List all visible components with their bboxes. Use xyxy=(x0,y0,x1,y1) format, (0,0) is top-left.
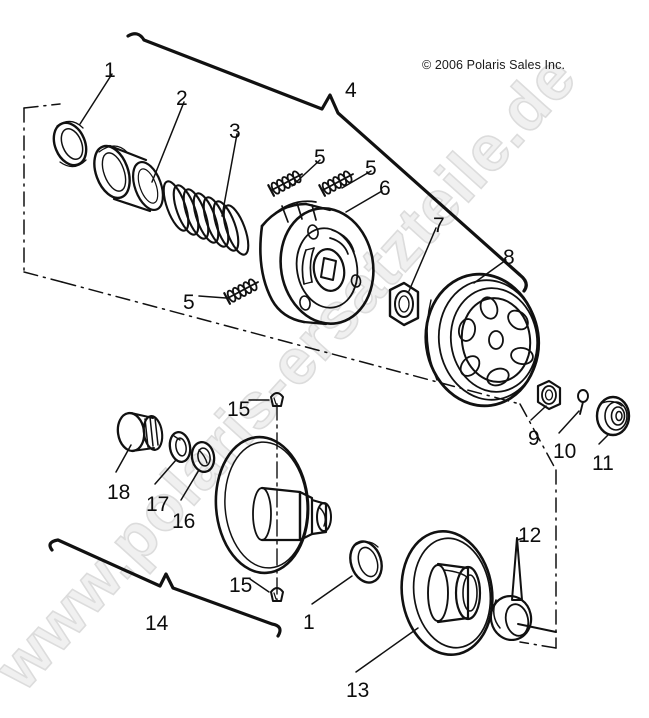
callout-5-b: 5 xyxy=(365,157,377,180)
callout-5-a: 5 xyxy=(314,146,326,169)
part-9-lock-nut xyxy=(536,379,562,411)
callout-11: 11 xyxy=(592,452,614,475)
part-10-cotter-pin xyxy=(577,389,589,415)
callout-9: 9 xyxy=(528,427,540,450)
part-3-compression-spring xyxy=(162,180,250,256)
callout-4: 4 xyxy=(345,79,357,102)
part-1b-seal-ring xyxy=(349,540,383,584)
part-11-roller-bearing xyxy=(595,395,631,437)
callout-15-a: 15 xyxy=(227,398,251,421)
callout-16: 16 xyxy=(172,510,196,533)
callout-10: 10 xyxy=(553,440,577,463)
driven-hub-shaft xyxy=(214,435,332,575)
callout-1-top: 1 xyxy=(104,59,116,82)
copyright-notice: © 2006 Polaris Sales Inc. xyxy=(422,58,566,72)
callout-13: 13 xyxy=(346,679,370,702)
part-5b-clutch-spring xyxy=(318,170,354,197)
part-6-clutch-shoe-assembly xyxy=(259,200,375,326)
part-18-needle-bearing xyxy=(116,411,164,453)
bracket-4 xyxy=(126,32,528,293)
callout-7: 7 xyxy=(433,214,445,237)
part-8-clutch-drum xyxy=(424,272,541,408)
callout-6: 6 xyxy=(379,177,391,200)
part-7-hex-nut xyxy=(388,281,420,327)
callout-12: 12 xyxy=(518,524,542,547)
part-15b-roll-pin xyxy=(270,587,284,602)
callout-14: 14 xyxy=(145,612,169,635)
callout-18: 18 xyxy=(107,481,131,504)
part-5a-clutch-spring xyxy=(267,170,303,197)
part-15a-roll-pin xyxy=(270,392,284,407)
part-1a-seal-ring xyxy=(52,120,88,168)
bracket-14 xyxy=(48,538,282,638)
part-16-thrust-washer xyxy=(190,440,216,474)
part-5c-clutch-spring xyxy=(223,278,259,305)
part-2-sleeve-cup xyxy=(93,144,165,213)
part-17-retaining-ring xyxy=(168,430,192,464)
callout-17: 17 xyxy=(146,493,170,516)
callout-2: 2 xyxy=(176,87,188,110)
callout-1-bottom: 1 xyxy=(303,611,315,634)
callout-8: 8 xyxy=(503,246,515,269)
callout-15-b: 15 xyxy=(229,574,253,597)
callout-5-c: 5 xyxy=(183,291,195,314)
part-12-shaft-spindle xyxy=(489,537,557,642)
part-13-driven-sheave-assembly xyxy=(400,529,494,657)
callout-3: 3 xyxy=(229,120,241,143)
section-boundary xyxy=(23,103,557,649)
leader-lines xyxy=(79,73,610,673)
